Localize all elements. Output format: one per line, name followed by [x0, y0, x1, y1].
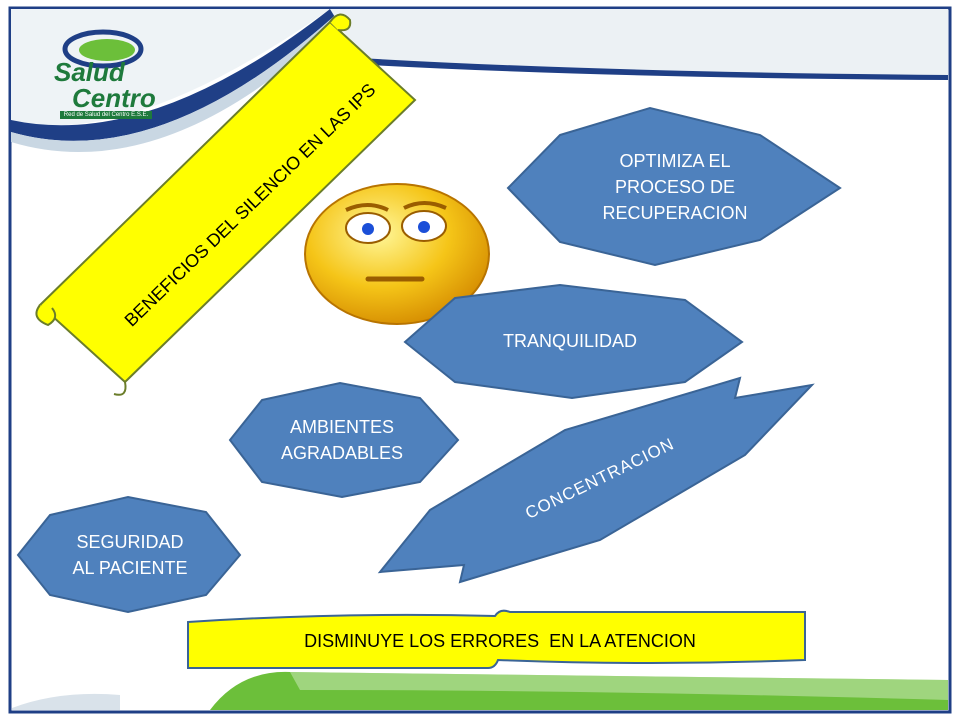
logo-text-centro: Centro: [72, 83, 156, 113]
label-ambientes-line2: AGRADABLES: [280, 443, 404, 463]
logo-swoosh-gray: [11, 9, 352, 153]
label-ambientes-line1: AMBIENTES: [289, 417, 395, 437]
label-seguridad-line2: AL PACIENTE: [72, 558, 188, 578]
shape-seguridad: [16, 495, 242, 614]
bottom-left-swoosh: [12, 693, 120, 710]
bottom-green-band: [210, 671, 948, 710]
logo-text-salud: Salud: [54, 57, 125, 87]
label-optimiza-line1: OPTIMIZA EL: [619, 151, 731, 171]
logo-swoosh-light: [11, 9, 330, 126]
shape-ambientes: [228, 381, 460, 499]
label-seguridad-line1: SEGURIDAD: [76, 532, 184, 552]
header-band: [330, 9, 948, 75]
logo-ring: [62, 29, 144, 69]
logo-swoosh-blue: [11, 9, 342, 141]
label-seguridad: SEGURIDAD AL PACIENTE: [50, 529, 210, 581]
shape-optimiza: [506, 106, 842, 267]
header-band-line: [352, 58, 948, 80]
label-ambientes: AMBIENTES AGRADABLES: [262, 414, 422, 466]
shape-concentracion: [377, 376, 815, 584]
label-optimiza: OPTIMIZA EL PROCESO DE RECUPERACION: [570, 148, 780, 226]
logo-tagline: Red de Salud del Centro E.S.E.: [63, 112, 149, 118]
bottom-ribbon-text: DISMINUYE LOS ERRORES EN LA ATENCION: [304, 631, 696, 651]
bottom-green-highlight: [290, 672, 948, 700]
logo-dot: [79, 39, 135, 61]
label-optimiza-line2: PROCESO DE: [614, 177, 736, 197]
title-scroll: [35, 13, 417, 396]
logo-tagline-bar: [60, 111, 152, 119]
label-tranquilidad: TRANQUILIDAD: [502, 331, 637, 351]
bottom-ribbon: [187, 609, 806, 669]
worried-face-icon: [304, 183, 490, 325]
label-optimiza-line3: RECUPERACION: [602, 203, 748, 223]
shape-tranquilidad: [403, 283, 744, 400]
